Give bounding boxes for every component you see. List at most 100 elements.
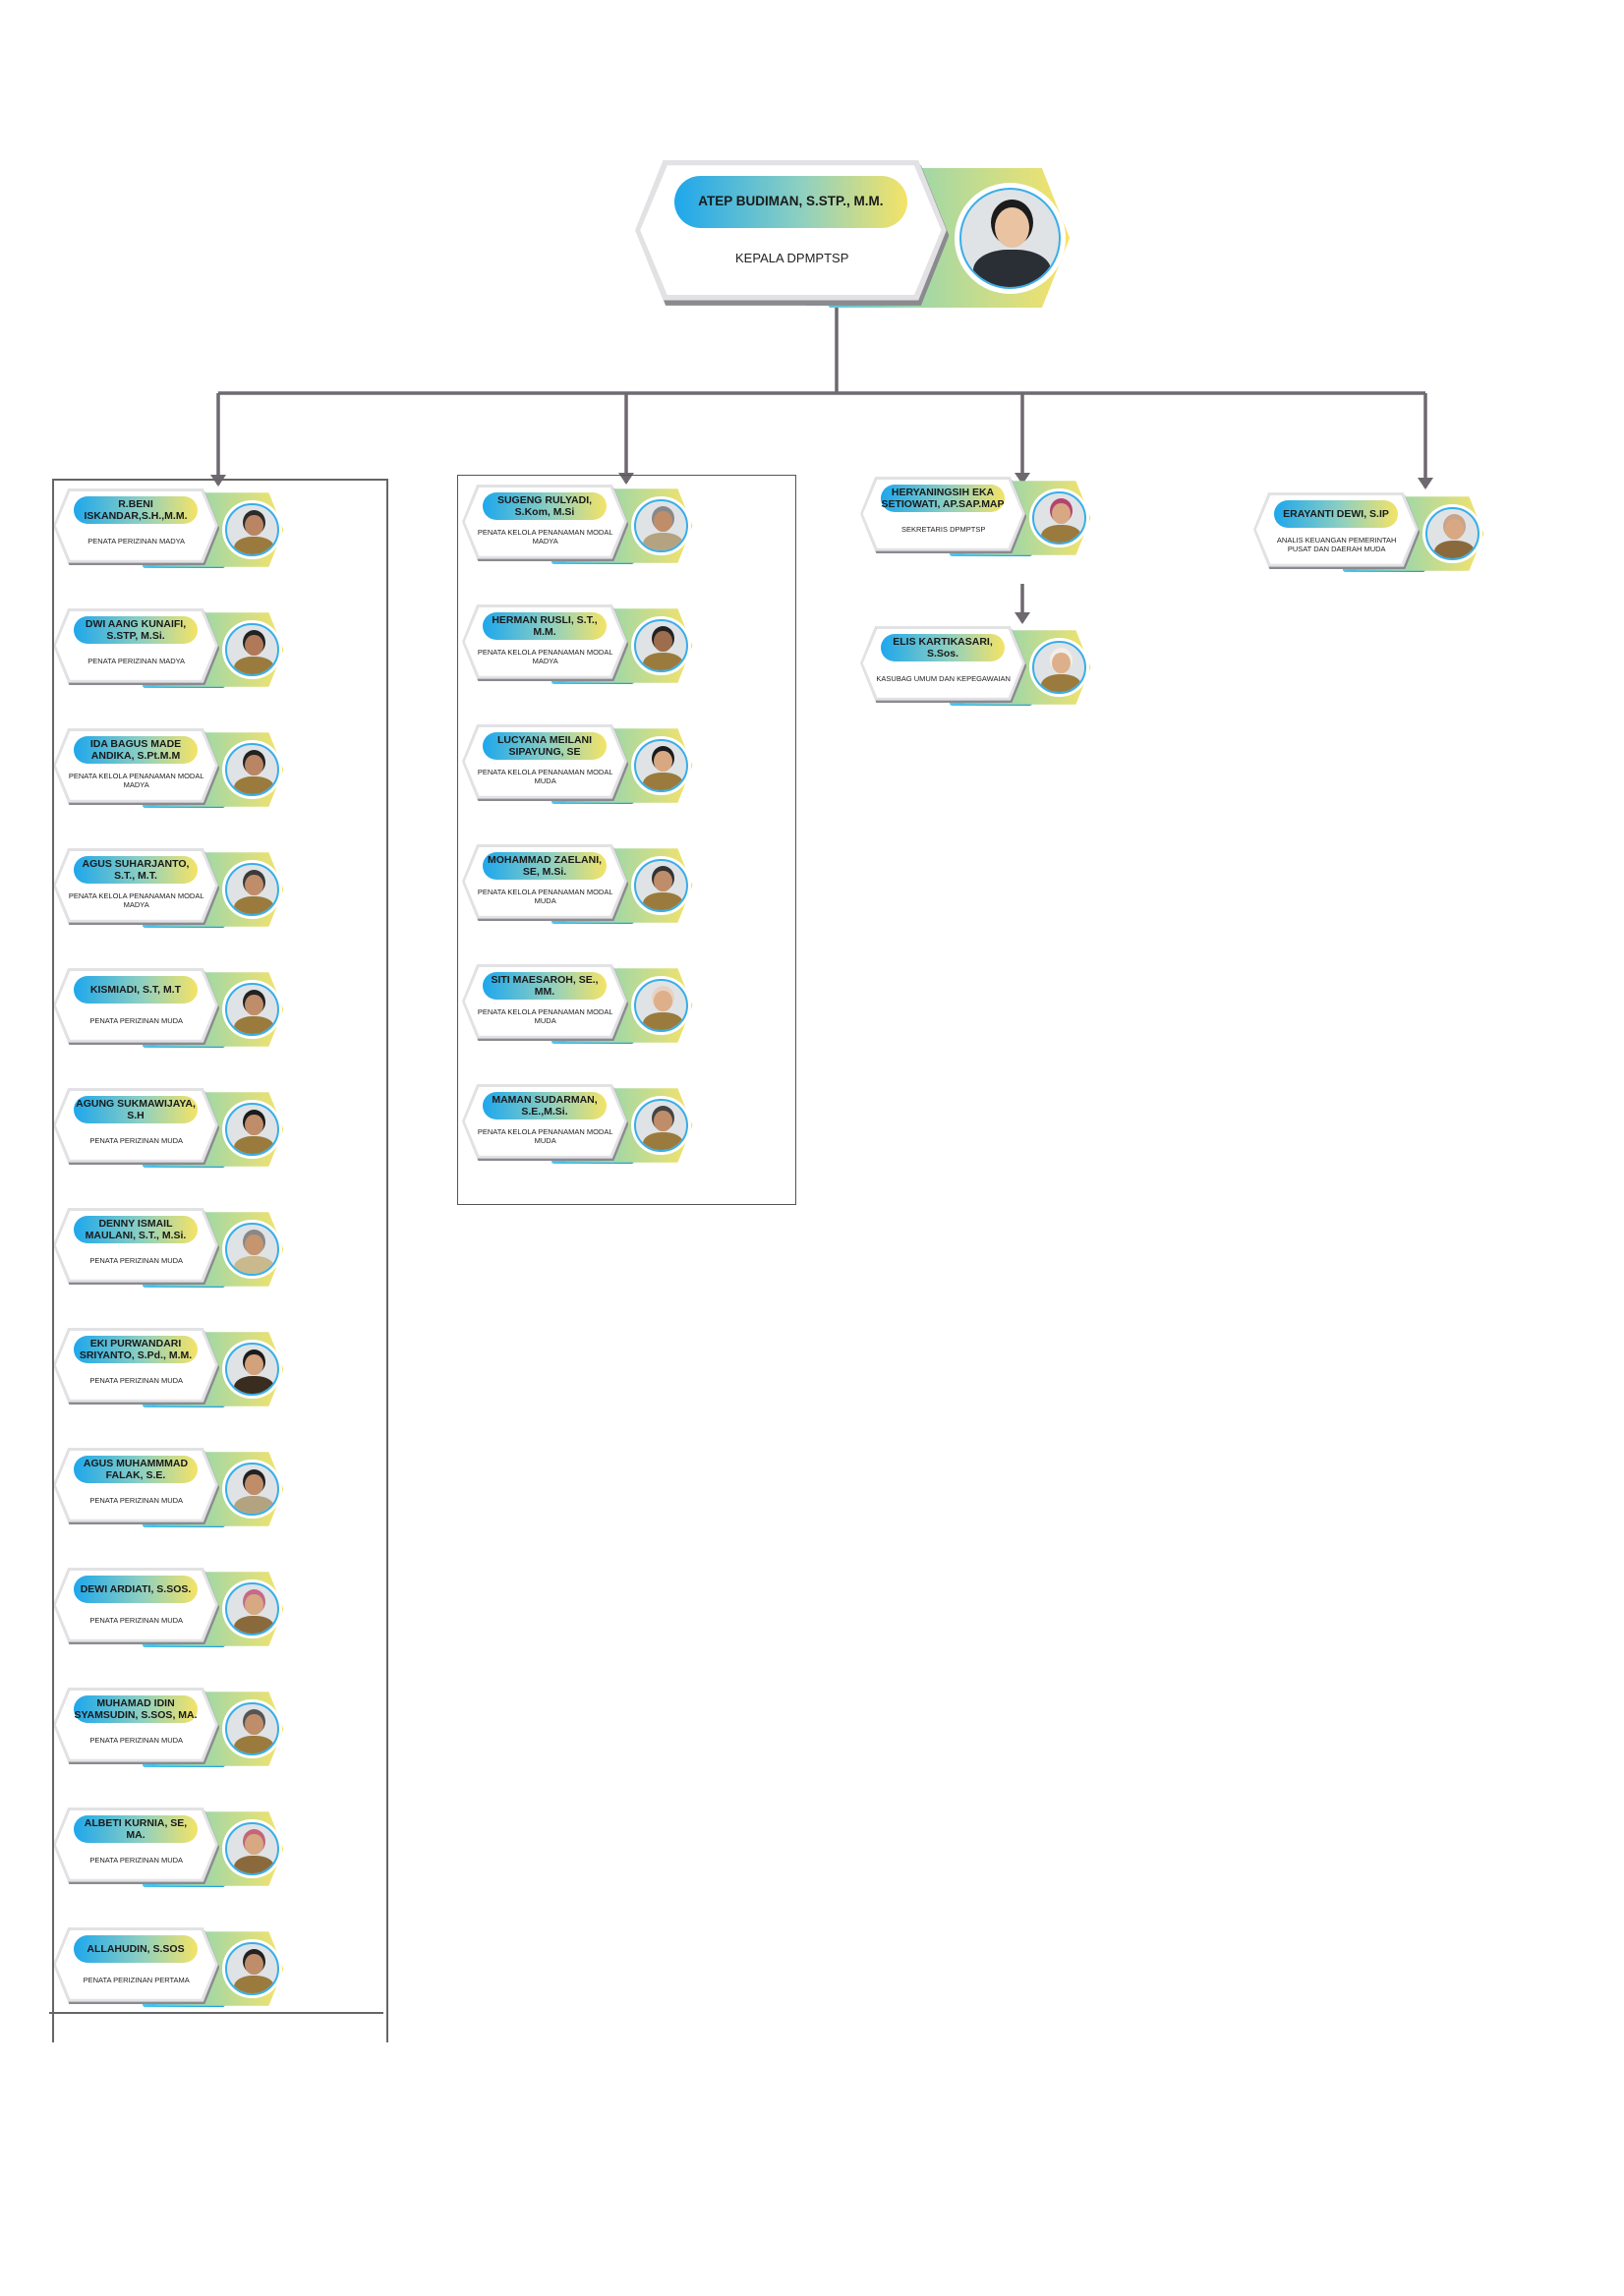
- photo-frame: [634, 618, 688, 673]
- member-role: PENATA KELOLA PENANAMAN MODAL MADYA: [477, 527, 613, 546]
- portrait-outfit: [233, 1016, 275, 1035]
- connector-arrow: [1015, 612, 1030, 624]
- member-role: PENATA KELOLA PENANAMAN MODAL MUDA: [477, 1126, 613, 1146]
- connector-arrow: [1015, 473, 1030, 485]
- name-pill: DEWI ARDIATI, S.SOS.: [74, 1576, 198, 1604]
- member-name: ALBETI KURNIA, SE, MA.: [84, 1817, 188, 1842]
- member-name: HERYANINGSIH EKA SETIOWATI, AP.SAP.MAP: [881, 487, 1005, 511]
- member-role: PENATA PERIZINAN MUDA: [89, 1495, 184, 1505]
- portrait-outfit: [233, 1976, 275, 1994]
- name-pill: ATEP BUDIMAN, S.STP., M.M.: [673, 175, 908, 228]
- portrait-outfit: [233, 776, 275, 795]
- member-card: DWI AANG KUNAIFI, S.STP, M.Si. PENATA PER…: [53, 608, 284, 691]
- name-pill: IDA BAGUS MADE ANDIKA, S.Pt.M.M: [74, 736, 198, 765]
- portrait-face: [1445, 518, 1464, 541]
- portrait-face: [654, 630, 672, 653]
- portrait-face: [654, 990, 672, 1012]
- photo-frame: [1032, 640, 1086, 695]
- name-pill: ALLAHUDIN, S.SOS: [74, 1935, 198, 1964]
- photo-frame: [959, 187, 1061, 289]
- member-role: PENATA KELOLA PENANAMAN MODAL MADYA: [68, 890, 204, 910]
- member-card: MUHAMAD IDIN SYAMSUDIN, S.SOS, MA.PENATA…: [53, 1688, 284, 1770]
- member-role: PENATA PERIZINAN MUDA: [89, 1255, 184, 1265]
- photo-frame: [634, 978, 688, 1033]
- member-role: PENATA PERIZINAN MUDA: [89, 1015, 184, 1025]
- member-role: PENATA PERIZINAN MUDA: [89, 1615, 184, 1625]
- member-name: LUCYANA MEILANI SIPAYUNG, SE: [496, 734, 593, 759]
- member-role: PENATA KELOLA PENANAMAN MODAL MADYA: [477, 647, 613, 666]
- photo-frame: [225, 1462, 279, 1517]
- name-pill: LUCYANA MEILANI SIPAYUNG, SE: [483, 732, 607, 761]
- portrait-outfit: [233, 1856, 275, 1874]
- portrait-face: [654, 510, 672, 533]
- photo-frame: [634, 498, 688, 553]
- portrait-outfit: [642, 653, 684, 671]
- portrait-face: [245, 514, 263, 537]
- head-card: ATEP BUDIMAN, S.STP., M.M.KEPALA DPMPTSP: [635, 160, 1071, 316]
- column-1-frame-left: [52, 479, 54, 2042]
- member-role: PENATA PERIZINAN MUDA: [89, 1375, 184, 1385]
- photo-frame: [225, 742, 279, 797]
- name-pill: MAMAN SUDARMAN, S.E.,M.Si.: [483, 1092, 607, 1120]
- member-name: AGUS MUHAMMMAD FALAK, S.E.: [83, 1458, 189, 1482]
- member-name: AGUS SUHARJANTO, S.T., M.T.: [82, 858, 190, 883]
- name-pill: ALBETI KURNIA, SE, MA.: [74, 1815, 198, 1844]
- column-1-frame-top: [52, 479, 387, 481]
- member-name: ATEP BUDIMAN, S.STP., M.M.: [698, 194, 884, 209]
- member-name: IDA BAGUS MADE ANDIKA, S.Pt.M.M: [89, 738, 182, 763]
- member-name: DWI AANG KUNAIFI, S.STP, M.Si.: [85, 618, 187, 643]
- member-card: HERMAN RUSLI, S.T., M.M. PENATA KELOLA PE…: [462, 604, 693, 687]
- name-pill: SUGENG RULYADI, S.Kom, M.Si: [483, 492, 607, 521]
- member-role: PENATA KELOLA PENANAMAN MODAL MUDA: [477, 887, 613, 906]
- photo-frame: [634, 858, 688, 913]
- portrait-outfit: [233, 1736, 275, 1754]
- name-pill: MUHAMAD IDIN SYAMSUDIN, S.SOS, MA.: [74, 1695, 198, 1724]
- portrait-face: [245, 1833, 263, 1856]
- name-pill: ERAYANTI DEWI, S.IP: [1274, 500, 1398, 529]
- member-card: KISMIADI, S.T, M.T PENATA PERIZINAN MUDA: [53, 968, 284, 1051]
- portrait-outfit: [233, 896, 275, 915]
- member-name: ELIS KARTIKASARI, S.Sos.: [893, 636, 993, 660]
- member-card: MAMAN SUDARMAN, S.E.,M.Si. PENATA KELOLA …: [462, 1084, 693, 1167]
- member-card: LUCYANA MEILANI SIPAYUNG, SE PENATA KELOL…: [462, 724, 693, 807]
- portrait-face: [245, 1114, 263, 1136]
- portrait-face: [245, 994, 263, 1016]
- member-card: MOHAMMAD ZAELANI, SE, M.Si. PENATA KELOLA…: [462, 844, 693, 927]
- member-name: KISMIADI, S.T, M.T: [89, 984, 182, 997]
- portrait-face: [245, 1953, 263, 1976]
- portrait-outfit: [973, 250, 1051, 287]
- member-role: PENATA KELOLA PENANAMAN MODAL MUDA: [477, 767, 613, 786]
- name-pill: AGUNG SUKMAWIJAYA, S.H: [74, 1096, 198, 1124]
- photo-frame: [225, 1581, 279, 1636]
- portrait-face: [245, 874, 263, 896]
- member-card: DENNY ISMAIL MAULANI, S.T., M.Si.PENATA …: [53, 1208, 284, 1291]
- name-pill: HERYANINGSIH EKA SETIOWATI, AP.SAP.MAP: [881, 485, 1005, 513]
- name-pill: EKI PURWANDARI SRIYANTO, S.Pd., M.M.: [74, 1336, 198, 1364]
- name-pill: DWI AANG KUNAIFI, S.STP, M.Si.: [74, 616, 198, 645]
- member-name: HERMAN RUSLI, S.T., M.M.: [492, 614, 598, 639]
- member-name: AGUNG SUKMAWIJAYA, S.H: [76, 1098, 196, 1122]
- member-card: ELIS KARTIKASARI, S.Sos. KASUBAG UMUM DAN…: [860, 626, 1091, 709]
- portrait-outfit: [642, 1012, 684, 1031]
- member-role: KASUBAG UMUM DAN KEPEGAWAIAN: [876, 673, 1011, 683]
- portrait-face: [654, 1110, 672, 1132]
- portrait-outfit: [642, 533, 684, 551]
- photo-frame: [1425, 506, 1479, 561]
- member-role: PENATA KELOLA PENANAMAN MODAL MUDA: [477, 1006, 613, 1026]
- portrait-face: [994, 207, 1029, 249]
- portrait-outfit: [1040, 525, 1082, 544]
- member-name: EKI PURWANDARI SRIYANTO, S.Pd., M.M.: [79, 1338, 193, 1362]
- portrait-face: [245, 1234, 263, 1256]
- name-pill: MOHAMMAD ZAELANI, SE, M.Si.: [483, 852, 607, 881]
- member-name: ERAYANTI DEWI, S.IP: [1283, 508, 1389, 521]
- portrait-face: [654, 870, 672, 892]
- member-name: MOHAMMAD ZAELANI, SE, M.Si.: [487, 854, 603, 879]
- member-role: PENATA PERIZINAN MADYA: [87, 656, 186, 665]
